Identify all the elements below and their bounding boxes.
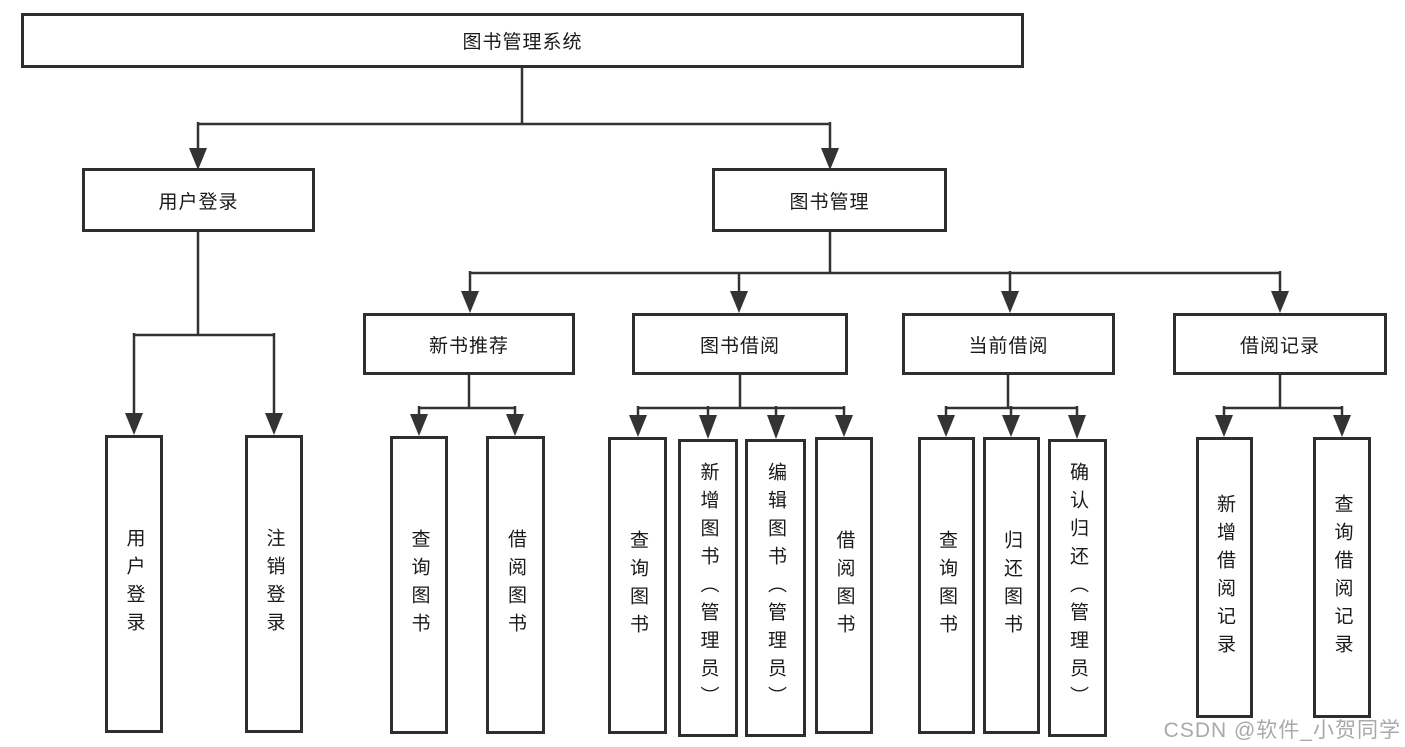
- connector-borrow-records-children: [1215, 375, 1351, 437]
- leaf-label: 查询图书: [936, 529, 957, 642]
- leaf-label: 查询图书: [627, 529, 648, 642]
- leaf-label: 归还图书: [1001, 529, 1022, 642]
- leaf-label: 查询借阅记录: [1331, 493, 1353, 662]
- leaf-confirm-return-admin: 确认归还（管理员）: [1048, 439, 1107, 737]
- connector-book-borrowing-children: [629, 375, 853, 439]
- leaf-borrow-books-borrowing: 借阅图书: [815, 437, 873, 734]
- leaf-label: 用户登录: [123, 528, 145, 640]
- leaf-user-login: 用户登录: [105, 435, 163, 733]
- leaf-edit-book-admin: 编辑图书（管理员）: [745, 439, 806, 737]
- connector-user-login-children: [125, 232, 283, 435]
- connector-book-management-children: [461, 232, 1289, 313]
- node-library-management-system: 图书管理系统: [21, 13, 1024, 68]
- leaf-label: 确认归还（管理员）: [1067, 462, 1088, 714]
- node-label: 图书借阅: [699, 335, 780, 357]
- leaf-add-book-admin: 新增图书（管理员）: [678, 439, 738, 737]
- leaf-add-borrow-record: 新增借阅记录: [1196, 437, 1253, 718]
- leaf-query-borrow-record: 查询借阅记录: [1313, 437, 1371, 718]
- leaf-logout-login: 注销登录: [245, 435, 303, 733]
- node-current-borrowing: 当前借阅: [902, 313, 1115, 375]
- node-user-login: 用户登录: [82, 168, 315, 232]
- node-label: 当前借阅: [968, 335, 1049, 357]
- leaf-query-books-recommend: 查询图书: [390, 436, 448, 734]
- node-label: 新书推荐: [428, 335, 509, 357]
- leaf-borrow-books-recommend: 借阅图书: [486, 436, 545, 734]
- leaf-label: 编辑图书（管理员）: [765, 462, 786, 714]
- leaf-query-books-borrowing: 查询图书: [608, 437, 667, 734]
- leaf-query-books-current: 查询图书: [918, 437, 975, 734]
- node-label: 借阅记录: [1239, 335, 1320, 357]
- node-new-book-recommend: 新书推荐: [363, 313, 575, 375]
- leaf-label: 注销登录: [263, 528, 285, 640]
- connector-current-borrowing-children: [937, 375, 1086, 439]
- csdn-watermark: CSDN @软件_小贺同学: [1163, 719, 1401, 742]
- connector-new-book-recommend-children: [410, 375, 524, 436]
- node-book-management: 图书管理: [712, 168, 947, 232]
- node-label: 用户登录: [158, 191, 239, 213]
- leaf-label: 借阅图书: [505, 529, 526, 641]
- node-label: 图书管理: [789, 191, 870, 213]
- leaf-label: 借阅图书: [833, 529, 855, 642]
- leaf-label: 新增图书（管理员）: [697, 462, 719, 714]
- connector-root-to-level2: [189, 68, 839, 170]
- node-label: 图书管理系统: [462, 32, 583, 53]
- leaf-label: 查询图书: [408, 529, 430, 641]
- leaf-label: 新增借阅记录: [1214, 493, 1235, 662]
- node-book-borrowing: 图书借阅: [632, 313, 848, 375]
- leaf-return-books: 归还图书: [983, 437, 1040, 734]
- node-borrow-records: 借阅记录: [1173, 313, 1387, 375]
